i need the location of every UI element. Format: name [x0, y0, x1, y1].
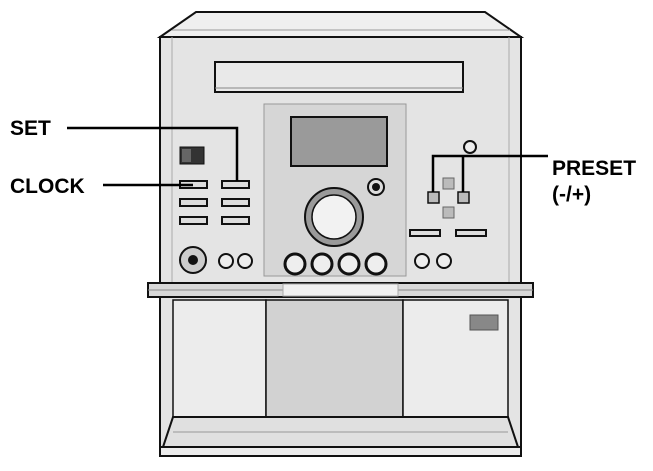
left-button-5[interactable] — [179, 216, 208, 225]
left-small-button-2[interactable] — [237, 253, 253, 269]
display-screen — [290, 116, 388, 167]
preset-sub-label: (-/+) — [552, 183, 591, 206]
transport-buttons — [283, 252, 388, 276]
transport-button-3[interactable] — [337, 252, 361, 276]
left-small-button-1[interactable] — [218, 253, 234, 269]
base — [159, 446, 522, 457]
left-button-3[interactable] — [179, 198, 208, 207]
top-lid — [156, 11, 525, 38]
left-button-6[interactable] — [221, 216, 250, 225]
transport-button-2[interactable] — [310, 252, 334, 276]
cross-button-top[interactable] — [442, 177, 455, 190]
preset-minus-leader-line — [431, 154, 548, 192]
left-button-grid — [179, 180, 250, 225]
cross-button-bottom[interactable] — [442, 206, 455, 219]
remote-sensor — [463, 140, 477, 154]
cassette-center-window — [265, 299, 404, 418]
right-flat-button-1[interactable] — [409, 229, 441, 237]
right-flat-button-2[interactable] — [455, 229, 487, 237]
eject-button[interactable] — [469, 314, 499, 331]
preset-label: PRESET — [552, 157, 636, 180]
left-button-4[interactable] — [221, 198, 250, 207]
right-small-button-1[interactable] — [414, 253, 430, 269]
cd-tray-slot[interactable] — [214, 61, 464, 93]
transport-button-1[interactable] — [283, 252, 307, 276]
transport-button-4[interactable] — [364, 252, 388, 276]
right-small-button-2[interactable] — [436, 253, 452, 269]
volume-knob[interactable] — [311, 194, 357, 240]
set-button[interactable] — [221, 180, 250, 189]
set-leader-line — [67, 126, 239, 181]
clock-label: CLOCK — [10, 175, 85, 198]
preset-plus-button[interactable] — [457, 191, 470, 204]
set-label: SET — [10, 117, 51, 140]
preset-minus-button[interactable] — [427, 191, 440, 204]
cassette-left-door[interactable] — [172, 299, 267, 418]
